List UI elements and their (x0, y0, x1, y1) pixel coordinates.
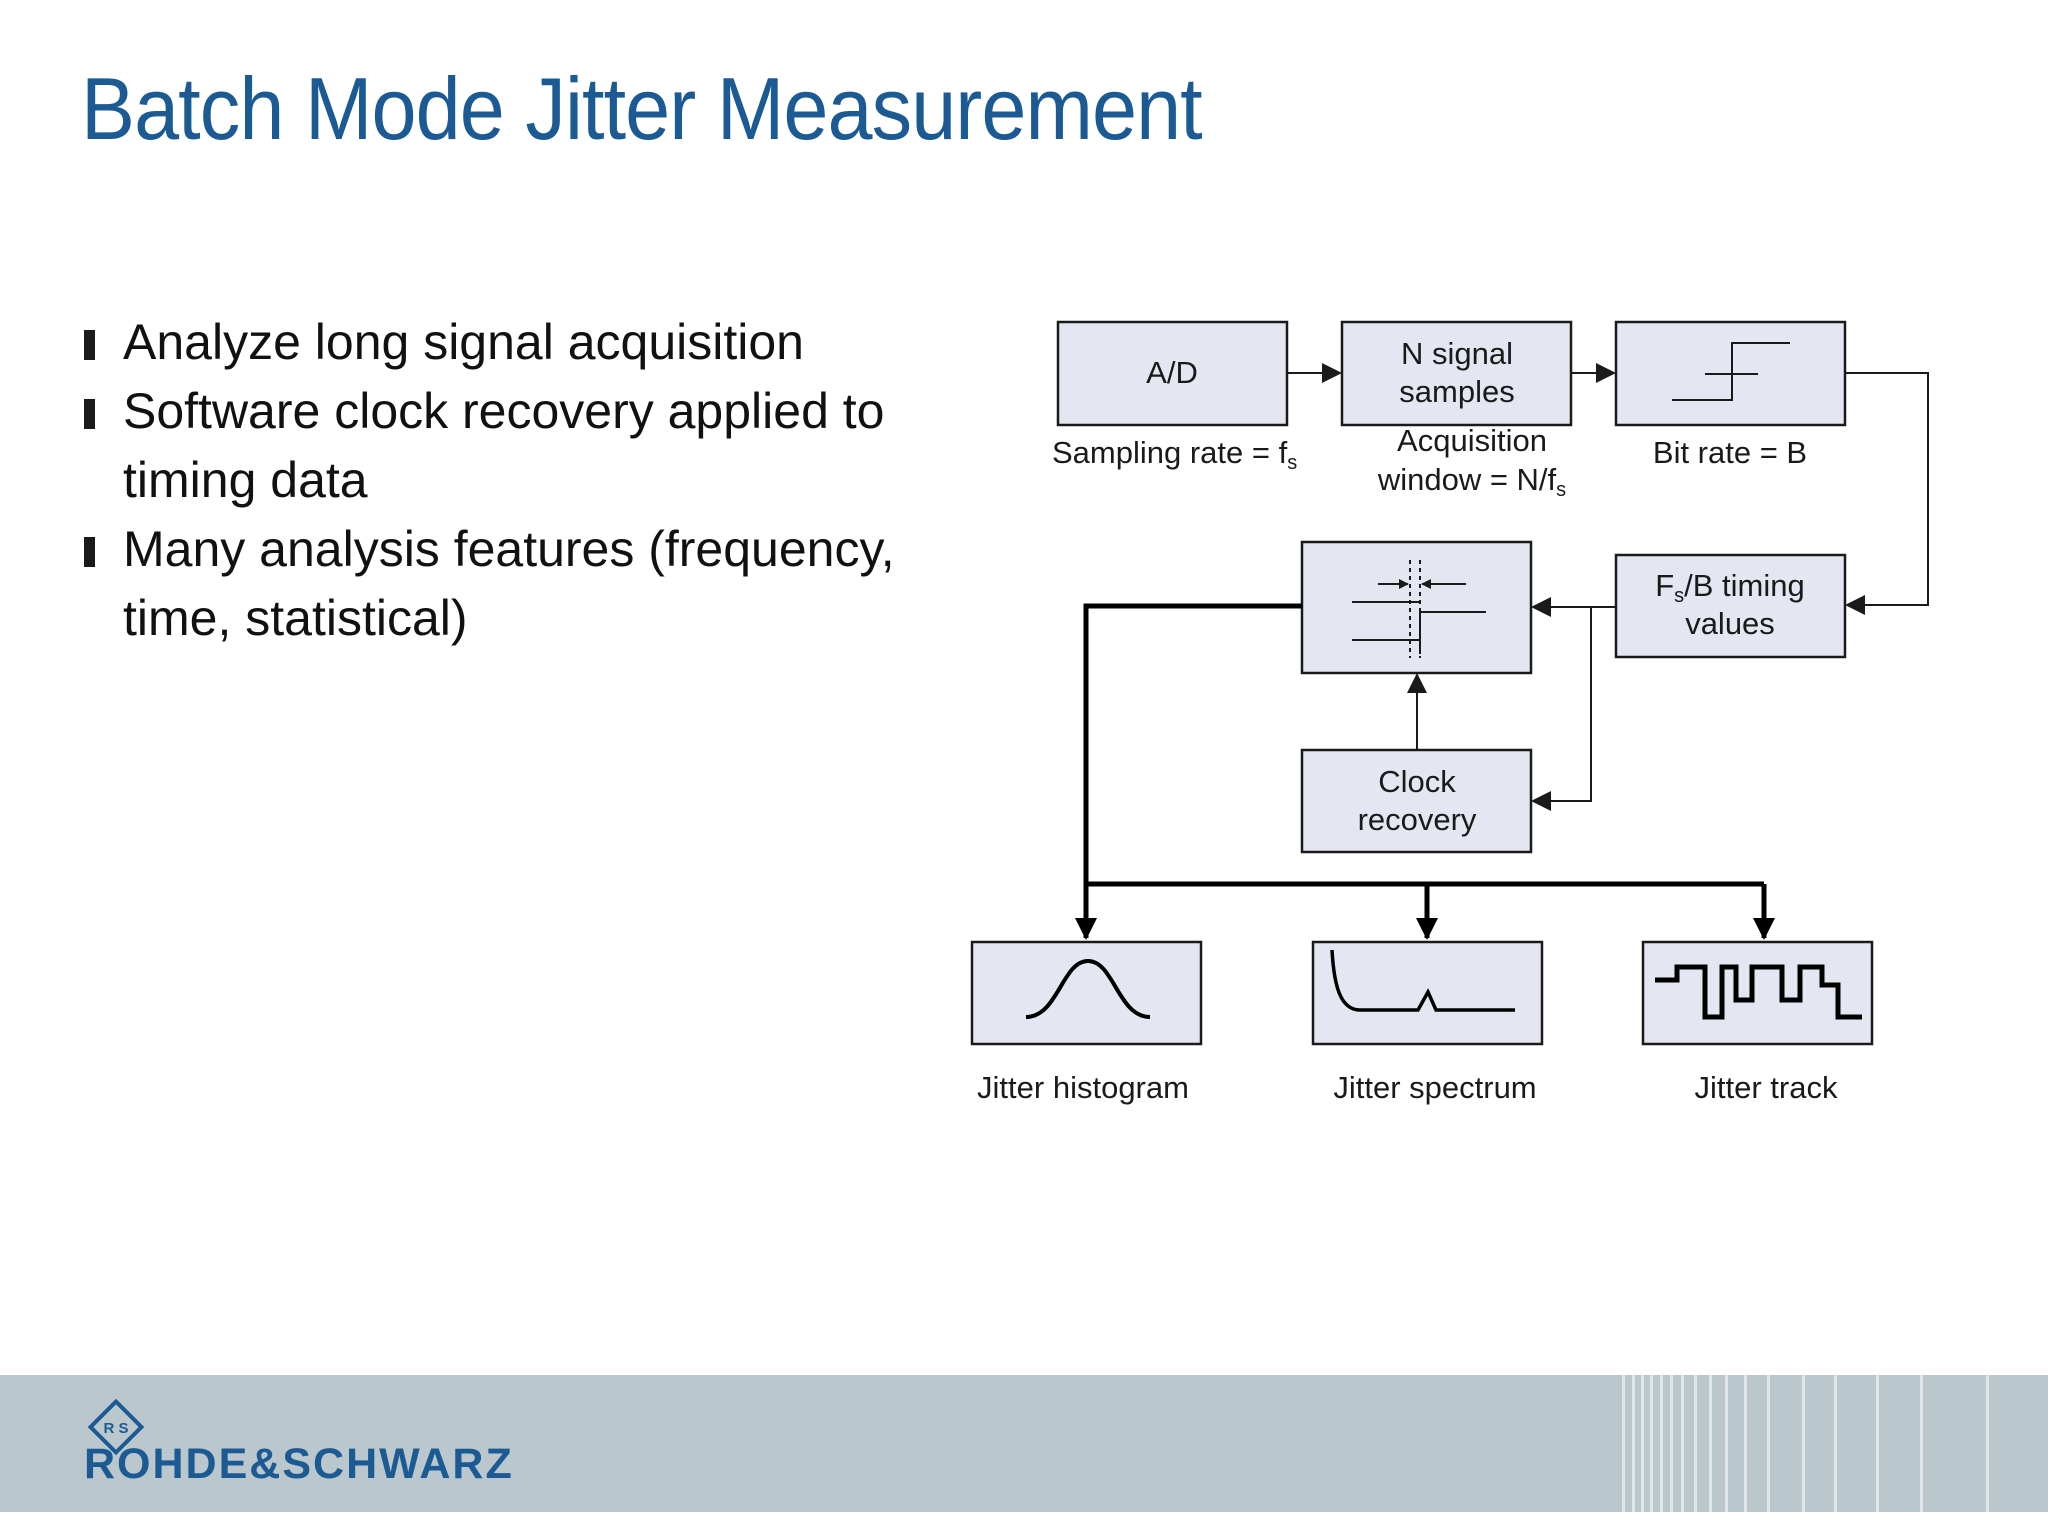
spectrum-curve-icon (1330, 949, 1515, 1012)
bullet-text: Many analysis features (frequency, time,… (123, 521, 895, 646)
connector-line (1531, 607, 1592, 811)
bullet-text: Analyze long signal acquisition (123, 314, 804, 370)
bit-rate-label: Bit rate = B (1653, 435, 1807, 470)
bullet-item: Analyze long signal acquisition (84, 308, 964, 377)
samples-label: N signal (1401, 336, 1513, 371)
timing-values-box (1614, 553, 1847, 659)
jitter-track-box (1641, 940, 1874, 1046)
jitter-histogram-box (970, 940, 1203, 1046)
bullet-marker-icon (84, 537, 95, 567)
footer-stripes (1622, 1375, 1989, 1512)
histogram-curve-icon (1025, 958, 1151, 1019)
timing-values-label: values (1685, 606, 1775, 641)
acquisition-window-label: window = N/fs (1377, 462, 1566, 501)
bullet-list: Analyze long signal acquisition Software… (84, 308, 964, 653)
slide-title: Batch Mode Jitter Measurement (81, 59, 1203, 158)
connector-line (1845, 372, 1929, 615)
jitter-measurement-box (1300, 540, 1533, 675)
jitter-edge-icon (1352, 560, 1486, 658)
sampling-rate-label: Sampling rate = fs (1052, 435, 1297, 474)
brand-name: ROHDE&SCHWARZ (84, 1440, 514, 1488)
bullet-marker-icon (84, 330, 95, 360)
ad-label: A/D (1146, 355, 1198, 390)
samples-box (1340, 320, 1573, 427)
logo-emblem-text: R S (103, 1420, 128, 1437)
samples-label: samples (1399, 374, 1514, 409)
footer-band: R S (0, 1375, 2048, 1512)
clock-recovery-label: recovery (1358, 802, 1477, 837)
jitter-histogram-label: Jitter histogram (977, 1070, 1189, 1105)
jitter-spectrum-label: Jitter spectrum (1333, 1070, 1536, 1105)
clock-recovery-label: Clock (1378, 764, 1456, 799)
rohde-schwarz-logo-icon: R S (87, 1398, 145, 1456)
jitter-track-label: Jitter track (1695, 1070, 1838, 1105)
bullet-item: Many analysis features (frequency, time,… (84, 515, 964, 653)
bullet-text: Software clock recovery applied to timin… (123, 383, 885, 508)
timing-values-label: Fs/B timing (1655, 568, 1805, 607)
step-edge-icon (1672, 342, 1790, 401)
bullet-item: Software clock recovery applied to timin… (84, 377, 964, 515)
acquisition-window-label: Acquisition (1397, 423, 1547, 458)
track-waveform-icon (1655, 964, 1862, 1020)
ad-converter-box (1056, 320, 1289, 427)
output-bus-line (1083, 603, 1302, 884)
clock-recovery-box (1300, 748, 1533, 854)
bullet-marker-icon (84, 399, 95, 429)
